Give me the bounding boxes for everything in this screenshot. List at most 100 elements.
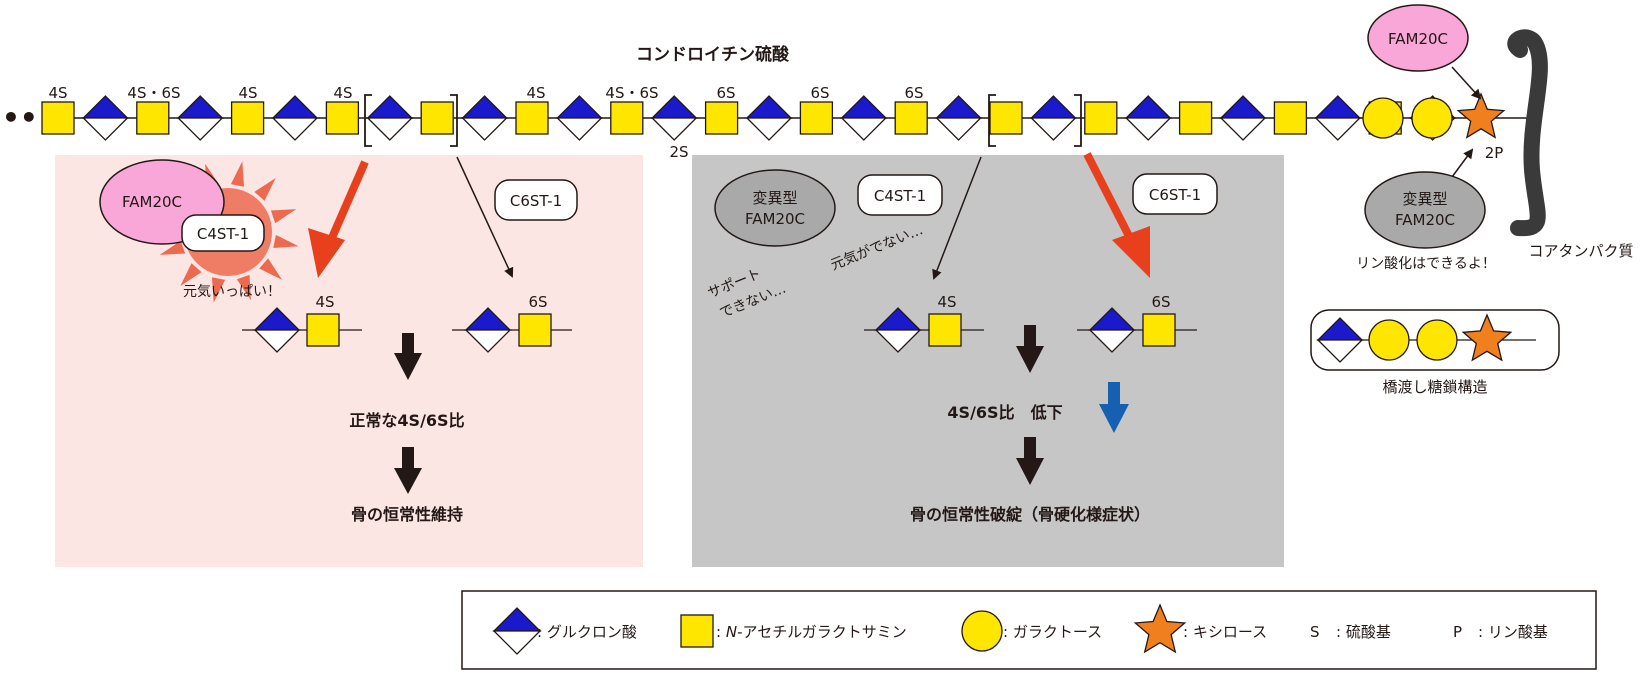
fam20c-to-xylose-arrow [1451, 66, 1482, 100]
sun-ray-4 [180, 263, 202, 286]
glcua-lower-half [176, 117, 224, 141]
chain-galnac-16 [799, 101, 834, 135]
linkage-galactose-1 [1368, 319, 1410, 361]
red-arrow-left-shaft [327, 160, 369, 242]
chain-glcua-1 [81, 95, 129, 141]
legend-galnac-label: : N-アセチルガラクトサミン [716, 623, 907, 641]
c4st1-left-box [181, 214, 265, 252]
chain-galnac-20 [989, 101, 1023, 135]
chain-galnac-10 [515, 101, 549, 135]
chain-ellipsis: •• [2, 101, 38, 134]
bracket-left-1-close [450, 94, 458, 147]
chain-glcua-21 [1029, 95, 1077, 141]
label-6s-b: 6S [810, 84, 829, 102]
sun-ray-10 [254, 178, 276, 201]
glcua-upper-half [1029, 95, 1077, 119]
chain-galnac-14 [704, 101, 739, 135]
red-arrow-right-head [1112, 226, 1150, 278]
c4st1-right-box [857, 174, 943, 216]
chain-galnac-6 [325, 101, 360, 135]
chain-galactose-30 [1362, 97, 1404, 139]
label-4s-d: 4S [526, 84, 545, 102]
linkage-structure-caption: 橋渡し糖鎖構造 [1382, 378, 1487, 396]
glcua-lower-half [1314, 117, 1362, 141]
chain-galnac-24 [1178, 101, 1213, 135]
right-result-1: 4S/6S比 低下 [947, 403, 1062, 422]
legend-s-symbol: S [1310, 623, 1320, 641]
left-down-arrow-2 [394, 447, 422, 494]
label-6s-a: 6S [716, 84, 735, 102]
left-product-6s-galnac [518, 313, 552, 347]
left-product-6s-glcua [464, 307, 512, 353]
right-product-6s-label: 6S [1151, 293, 1170, 311]
chain-glcua-3 [176, 95, 224, 141]
thin-arrow-left-to-6s [456, 156, 514, 278]
label-4s-c: 4S [333, 84, 352, 102]
chain-glcua-7 [366, 95, 414, 141]
legend-p-desc: : リン酸基 [1478, 623, 1548, 641]
c4st1-left-label: C4ST-1 [197, 225, 249, 243]
glcua-lower-half [461, 117, 509, 141]
legend-galactose-icon [961, 610, 1003, 652]
glcua-lower-half [1124, 117, 1172, 141]
chain-galnac-2 [136, 101, 170, 135]
right-product-4s-galnac [928, 313, 962, 347]
diagram-title: コンドロイチン硫酸 [636, 44, 790, 65]
chain-glcua-5 [271, 95, 319, 141]
right-product-6s-galnac [1142, 313, 1176, 347]
glcua-lower-half [874, 329, 922, 353]
left-product-4s-galnac [306, 313, 340, 347]
glcua-upper-half [271, 95, 319, 119]
chain-galnac-8 [420, 101, 454, 135]
phosphorylation-ok-text: リン酸化はできるよ！ [1356, 256, 1496, 272]
right-down-arrow-1 [1016, 325, 1044, 373]
chain-galnac-12 [610, 101, 644, 135]
glcua-lower-half [271, 117, 319, 141]
bracket-right-1-open [988, 94, 996, 147]
glcua-lower-half [253, 329, 301, 353]
sun-ray-5 [159, 240, 186, 255]
c6st1-right-label: C6ST-1 [1149, 186, 1201, 204]
sun-ray-1 [259, 258, 282, 280]
glcua-lower-half [81, 117, 129, 141]
chain-glcua-13 [650, 95, 698, 141]
sun-ray-2 [236, 274, 251, 301]
mutant-fam20c-panel-ellipse [714, 169, 836, 247]
mutant-fam20c-panel-line2: FAM20C [745, 210, 805, 228]
mutant-fam20c-top-ellipse [1364, 171, 1486, 249]
chain-glcua-9 [461, 95, 509, 141]
chain-xylose [1456, 92, 1506, 139]
sun-ray-9 [230, 161, 244, 187]
linkage-xylose [1461, 313, 1513, 362]
core-protein-label: コアタンパク質 [1528, 242, 1633, 260]
right-product-4s-label: 4S [937, 293, 956, 311]
glcua-upper-half [745, 95, 793, 119]
linkage-glcua [1316, 317, 1364, 363]
chain-galnac-4 [230, 101, 265, 135]
left-product-4s-label: 4S [315, 293, 334, 311]
right-product-4s-glcua [874, 307, 922, 353]
c4st1-right-label: C4ST-1 [874, 187, 926, 205]
legend-galnac-italic: N [726, 623, 737, 641]
sun-ray-11 [270, 209, 297, 224]
right-products [864, 307, 1197, 353]
red-arrow-left-head [308, 228, 345, 278]
glcua-upper-half [366, 95, 414, 119]
thin-arrow-right-to-4s [932, 156, 982, 280]
legend-p-symbol: P [1453, 623, 1462, 641]
right-result-2: 骨の恒常性破綻（骨硬化様症状） [910, 505, 1150, 524]
linkage-residues [1316, 313, 1513, 363]
left-down-arrow-1 [394, 333, 422, 380]
label-4s6s-b: 4S・6S [605, 84, 658, 102]
chain-glcua-25 [1219, 95, 1267, 141]
right-down-arrow-2 [1016, 437, 1044, 485]
glcua-lower-half [1029, 117, 1077, 141]
label-4s6s-a: 4S・6S [127, 84, 180, 102]
legend-xylose-icon [1133, 603, 1187, 654]
bracket-left-1-open [364, 94, 372, 147]
glcua-upper-half [1124, 95, 1172, 119]
c6st1-right-box [1132, 173, 1218, 215]
c6st1-left-box [494, 179, 578, 221]
